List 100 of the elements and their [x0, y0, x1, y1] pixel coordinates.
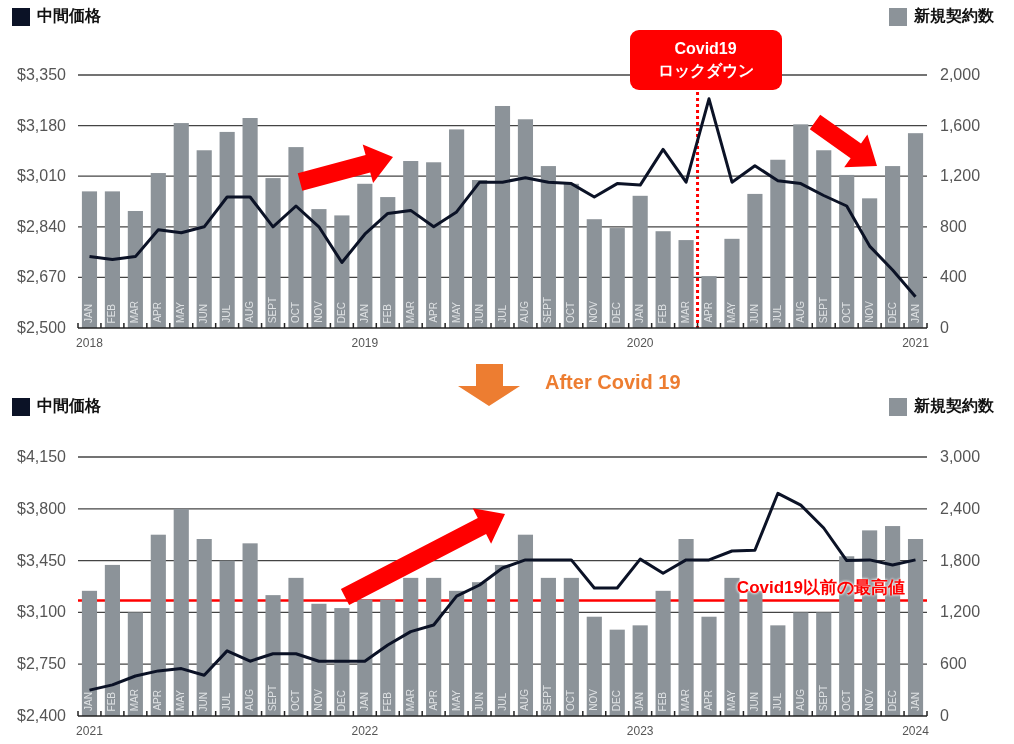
month-label: MAR: [129, 300, 142, 323]
month-label: MAR: [404, 300, 417, 323]
month-label: MAR: [680, 300, 693, 323]
legend-label: 中間価格: [37, 6, 101, 26]
month-label: JUL: [771, 305, 784, 323]
month-label: NOV: [588, 689, 601, 711]
axis-label: $3,350: [17, 66, 66, 84]
month-label: JUL: [221, 305, 234, 323]
month-label: JUN: [473, 303, 486, 323]
year-label: 2019: [351, 336, 379, 350]
axis-label: $3,450: [17, 551, 66, 570]
month-label: AUG: [794, 689, 807, 711]
axis-label: 3,000: [940, 448, 981, 466]
axis-label: 1,200: [940, 603, 981, 622]
month-label: OCT: [565, 301, 578, 323]
month-label: APR: [703, 690, 715, 711]
month-label: DEC: [886, 689, 899, 711]
month-label: JAN: [909, 304, 922, 323]
month-label: JAN: [634, 692, 647, 711]
month-label: MAR: [129, 688, 142, 711]
month-label: SEPT: [817, 296, 830, 323]
month-label: JUN: [748, 691, 761, 711]
month-label: SEPT: [542, 296, 555, 323]
month-label: JAN: [358, 692, 371, 711]
axis-label: $2,500: [17, 319, 66, 337]
month-label: SEPT: [267, 296, 280, 323]
month-label: JAN: [634, 304, 647, 323]
month-label: JAN: [83, 692, 96, 711]
axis-label: $2,750: [17, 655, 66, 674]
axis-label: $3,180: [17, 116, 66, 135]
month-label: OCT: [840, 301, 853, 323]
month-label: MAY: [175, 302, 188, 323]
callout-label: Covid19 ロックダウン: [629, 30, 782, 90]
axis-label: 0: [940, 319, 949, 337]
month-label: FEB: [657, 303, 670, 323]
axis-label: $3,800: [17, 499, 66, 518]
month-label: DEC: [611, 689, 624, 711]
month-label: JUL: [496, 693, 509, 711]
month-label: MAR: [404, 688, 417, 711]
month-label: SEPT: [817, 684, 830, 711]
month-label: JUN: [198, 303, 211, 323]
month-label: JUL: [771, 693, 784, 711]
month-label: FEB: [106, 691, 119, 711]
month-label: FEB: [657, 691, 670, 711]
month-label: AUG: [519, 689, 532, 711]
axis-label: 0: [940, 707, 949, 725]
year-label: 2021: [902, 336, 929, 350]
month-label: MAY: [175, 690, 188, 711]
month-label: APR: [152, 302, 165, 323]
month-label: JUL: [221, 693, 234, 711]
month-label: APR: [427, 302, 440, 323]
axis-label: $3,010: [17, 167, 66, 186]
month-label: SEPT: [267, 684, 280, 711]
month-label: JUN: [198, 691, 211, 711]
month-label: AUG: [794, 301, 807, 323]
year-label: 2023: [626, 724, 654, 738]
legend-label: 新規契約数: [914, 6, 994, 26]
month-label: NOV: [588, 301, 601, 323]
month-label: AUG: [519, 301, 532, 323]
month-label: OCT: [840, 689, 853, 711]
axis-label: $3,100: [17, 603, 66, 622]
month-label: APR: [703, 302, 715, 323]
month-label: FEB: [381, 691, 394, 711]
month-label: DEC: [335, 301, 348, 323]
axis-label: 1,600: [940, 116, 981, 135]
month-label: AUG: [244, 301, 257, 323]
axis-label: 800: [940, 217, 967, 236]
month-label: JAN: [358, 304, 371, 323]
month-label: OCT: [290, 301, 302, 323]
month-label: MAY: [450, 690, 463, 711]
month-label: FEB: [106, 303, 119, 323]
axis-label: 2,000: [940, 66, 981, 84]
axis-label: $2,400: [17, 707, 66, 725]
month-label: NOV: [312, 301, 325, 323]
month-label: MAY: [725, 302, 738, 323]
month-label: OCT: [565, 689, 578, 711]
month-label: JUN: [473, 691, 486, 711]
month-label: DEC: [611, 301, 624, 323]
month-label: NOV: [863, 689, 876, 711]
axis-label: 600: [940, 655, 967, 674]
month-label: MAY: [450, 302, 463, 323]
axis-label: $2,840: [17, 217, 66, 236]
axis-label: 1,200: [940, 167, 981, 186]
month-label: JUL: [496, 305, 509, 323]
month-label: MAY: [725, 690, 738, 711]
year-label: 2020: [626, 336, 654, 350]
axis-label: 400: [940, 268, 967, 287]
axis-label: $4,150: [17, 448, 66, 466]
month-label: APR: [427, 690, 440, 711]
month-label: NOV: [863, 301, 876, 323]
year-label: 2018: [76, 336, 103, 350]
month-label: JUN: [748, 303, 761, 323]
axis-label: 1,800: [940, 551, 981, 570]
month-label: FEB: [381, 303, 394, 323]
month-label: DEC: [886, 301, 899, 323]
legend-label: 中間価格: [37, 396, 101, 416]
month-label: NOV: [312, 689, 325, 711]
axis-label: $2,670: [17, 268, 66, 287]
year-label: 2024: [902, 724, 929, 738]
month-label: JAN: [909, 692, 922, 711]
